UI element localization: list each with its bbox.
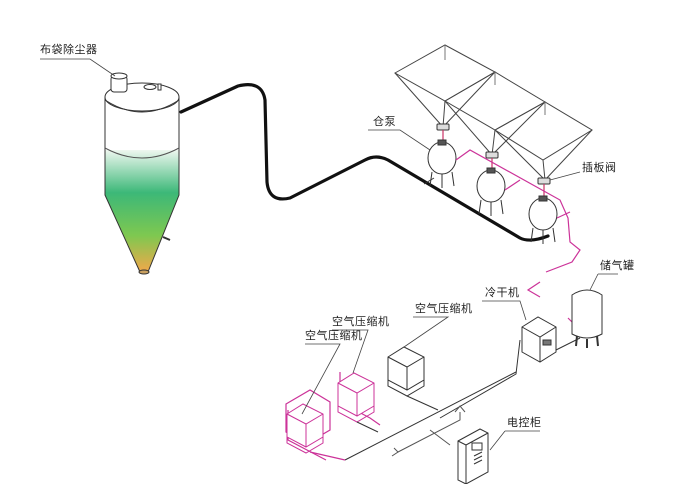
label-compressor-2: 空气压缩机: [332, 315, 390, 328]
air-tank: [571, 289, 603, 348]
label-air-tank: 储气罐: [600, 259, 635, 272]
dryer-connection: [439, 337, 581, 419]
air-header: [344, 371, 517, 461]
control-cabinet: [457, 428, 489, 484]
silo-pumps: [423, 139, 558, 244]
slide-valves: [436, 123, 551, 196]
silo-pump-2: [476, 167, 506, 216]
label-bag-filter: 布袋除尘器: [40, 43, 98, 56]
conveying-pipe: [179, 83, 550, 242]
label-silo-pump: 仓泵: [373, 115, 396, 128]
leader-lines: [40, 58, 618, 451]
compressor-2: [337, 372, 375, 423]
silo-pump-3: [528, 195, 558, 244]
label-slide-valve: 插板阀: [582, 161, 617, 174]
label-control-cabinet: 电控柜: [507, 416, 542, 429]
compressor-3: [387, 346, 425, 397]
dryer-unit: [521, 316, 557, 363]
silo-pump-1: [423, 139, 457, 188]
label-compressor-1: 空气压缩机: [305, 329, 363, 342]
compressor-1: [286, 403, 324, 454]
label-compressor-3: 空气压缩机: [415, 302, 473, 315]
storage-hoppers: [393, 44, 593, 181]
label-dryer: 冷干机: [485, 286, 520, 299]
signal-arrows: [391, 405, 466, 457]
bag-filter-silo: [104, 72, 180, 275]
